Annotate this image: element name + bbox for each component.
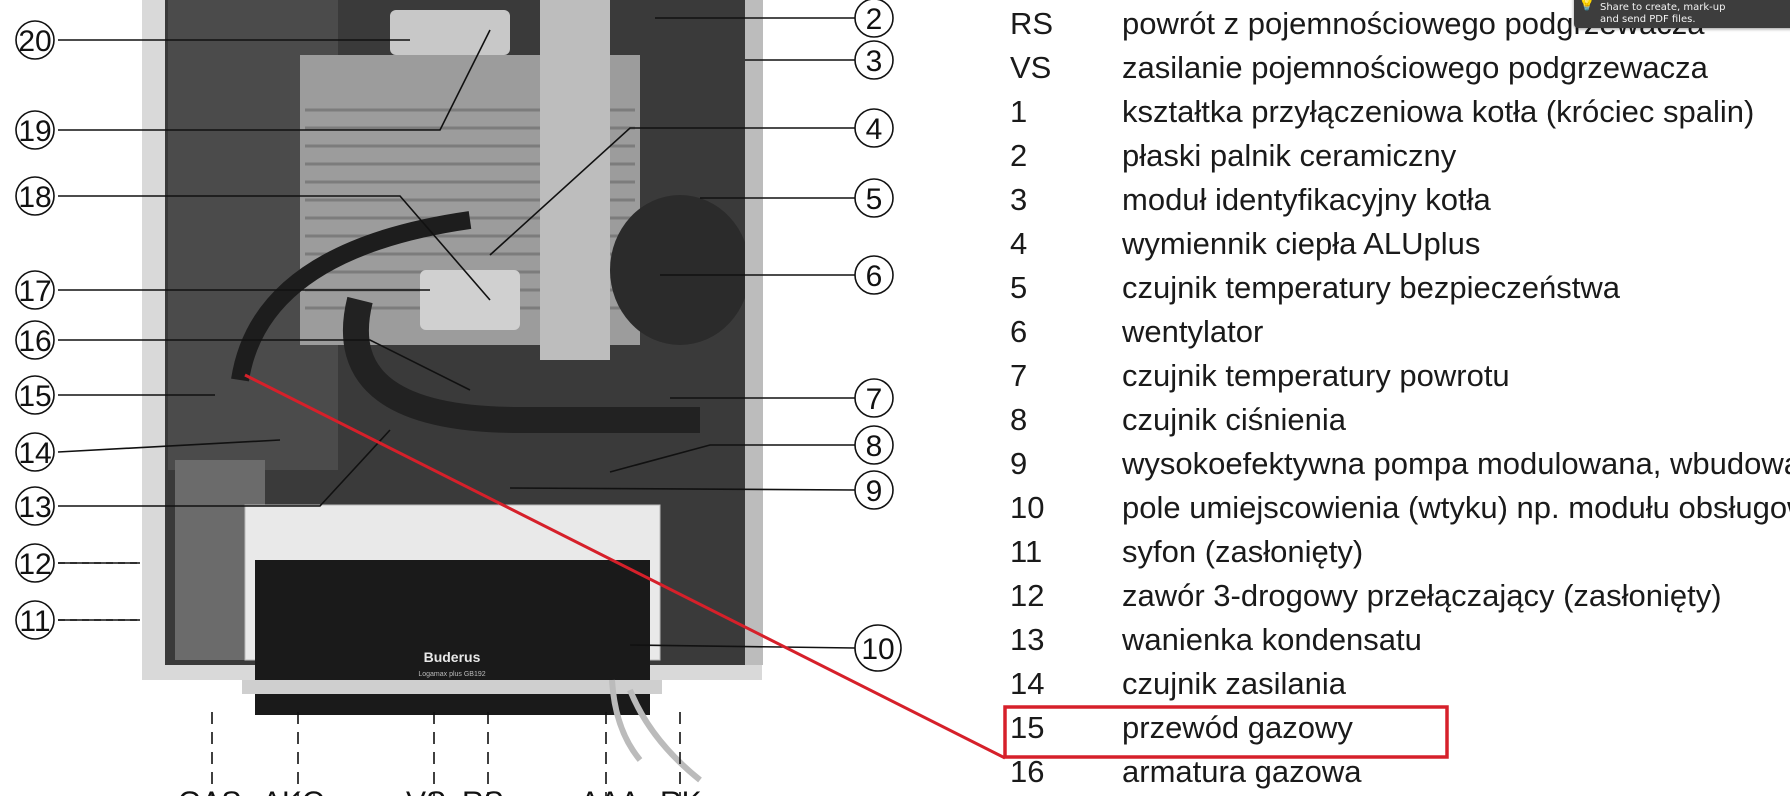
share-notification[interactable]: 💡 Share to create, mark-up and send PDF …	[1574, 0, 1790, 28]
legend-description: wanienka kondensatu	[1122, 622, 1422, 657]
legend-description: wymiennik ciepła ALUplus	[1122, 226, 1481, 261]
legend-description: płaski palnik ceramiczny	[1122, 138, 1457, 173]
legend-description: czujnik ciśnienia	[1122, 402, 1346, 437]
callout-2: 2	[866, 3, 883, 36]
legend-code: 15	[1010, 710, 1045, 745]
legend-description: armatura gazowa	[1122, 754, 1362, 789]
legend-code: 5	[1010, 270, 1028, 305]
bottom-cables	[609, 679, 702, 783]
dashed-leaders	[58, 562, 140, 621]
legend-code: 1	[1010, 94, 1028, 129]
gas-pipe	[231, 211, 472, 382]
legend-description: moduł identyfikacyjny kotła	[1122, 182, 1491, 217]
callout-4: 4	[866, 113, 883, 146]
legend-code: 13	[1010, 622, 1045, 657]
fan	[610, 195, 750, 345]
legend-code: 2	[1010, 138, 1028, 173]
connector-leaders	[211, 712, 681, 796]
legend-description: zawór 3-drogowy przełączający (zasłonięt…	[1122, 578, 1722, 613]
pump	[420, 270, 520, 330]
flue-duct	[540, 0, 610, 360]
legend-description: czujnik temperatury powrotu	[1122, 358, 1510, 393]
callout-9: 9	[866, 475, 883, 508]
legend-code: 14	[1010, 666, 1045, 701]
legend-description: wysokoefektywna pompa modulowana, wbudow…	[1122, 446, 1790, 481]
legend-description: kształtka przyłączeniowa kotła (króciec …	[1122, 94, 1755, 129]
lightbulb-icon: 💡	[1578, 0, 1596, 12]
legend-code: 9	[1010, 446, 1028, 481]
burner	[390, 10, 510, 55]
callout-8: 8	[866, 430, 883, 463]
legend-description: czujnik temperatury bezpieczeństwa	[1122, 270, 1620, 305]
label-ako: AKO	[262, 786, 325, 796]
legend-description: przewód gazowy	[1122, 710, 1353, 745]
callout-15: 15	[18, 380, 51, 413]
notification-line2: and send PDF files.	[1600, 14, 1696, 25]
callout-11: 11	[19, 605, 50, 638]
legend-code: 12	[1010, 578, 1045, 613]
callout-19: 19	[18, 115, 51, 148]
callout-6: 6	[866, 260, 883, 293]
legend-description: wentylator	[1122, 314, 1264, 349]
callouts-right	[854, 0, 902, 672]
brand-sublogo: Logamax plus GB192	[418, 671, 485, 678]
callout-numbers: 20 19 18 17 16 15 14 13 12 11 2 3 4 5 6 …	[18, 3, 894, 666]
callout-14: 14	[18, 437, 51, 470]
legend-code: VS	[1010, 50, 1052, 85]
highlight-box	[1003, 705, 1449, 759]
notification-line1: Share to create, mark-up	[1600, 2, 1726, 13]
brand-logo: Buderus	[424, 649, 481, 665]
highlight-pointer-line	[244, 373, 1006, 760]
legend-code: 8	[1010, 402, 1028, 437]
water-pipe	[342, 296, 700, 433]
legend-code: 11	[1010, 534, 1043, 569]
legend-description: zasilanie pojemnościowego podgrzewacza	[1122, 50, 1708, 85]
callout-18: 18	[18, 181, 51, 214]
callout-17: 17	[18, 275, 51, 308]
legend-code: 7	[1010, 358, 1028, 393]
label-aaa: AAA	[580, 786, 640, 796]
legend-description: pole umiejscowienia (wtyku) np. modułu o…	[1122, 490, 1790, 525]
legend-code: 16	[1010, 754, 1045, 789]
callout-20: 20	[18, 25, 51, 58]
callout-3: 3	[866, 45, 883, 78]
label-rs: RS	[462, 786, 504, 796]
bottom-plate	[242, 680, 662, 694]
callout-16: 16	[18, 325, 51, 358]
callout-7: 7	[866, 383, 883, 416]
callouts-left	[15, 20, 55, 640]
legend-description: czujnik zasilania	[1122, 666, 1346, 701]
legend-code: RS	[1010, 6, 1054, 41]
casing-edge	[745, 0, 763, 665]
legend-code: 6	[1010, 314, 1028, 349]
callout-12: 12	[18, 548, 51, 581]
legend-description: syfon (zasłonięty)	[1122, 534, 1364, 569]
legend-code: 4	[1010, 226, 1028, 261]
callout-5: 5	[866, 183, 883, 216]
label-vs: VS	[406, 786, 446, 796]
legend-code: 10	[1010, 490, 1045, 525]
legend-code: 3	[1010, 182, 1028, 217]
label-rk: RK	[660, 786, 702, 796]
label-gas: GAS	[178, 786, 241, 796]
connection-labels: GAS AKO VS RS AAA RK	[178, 786, 702, 801]
callout-13: 13	[18, 491, 51, 524]
callout-10: 10	[861, 633, 894, 666]
